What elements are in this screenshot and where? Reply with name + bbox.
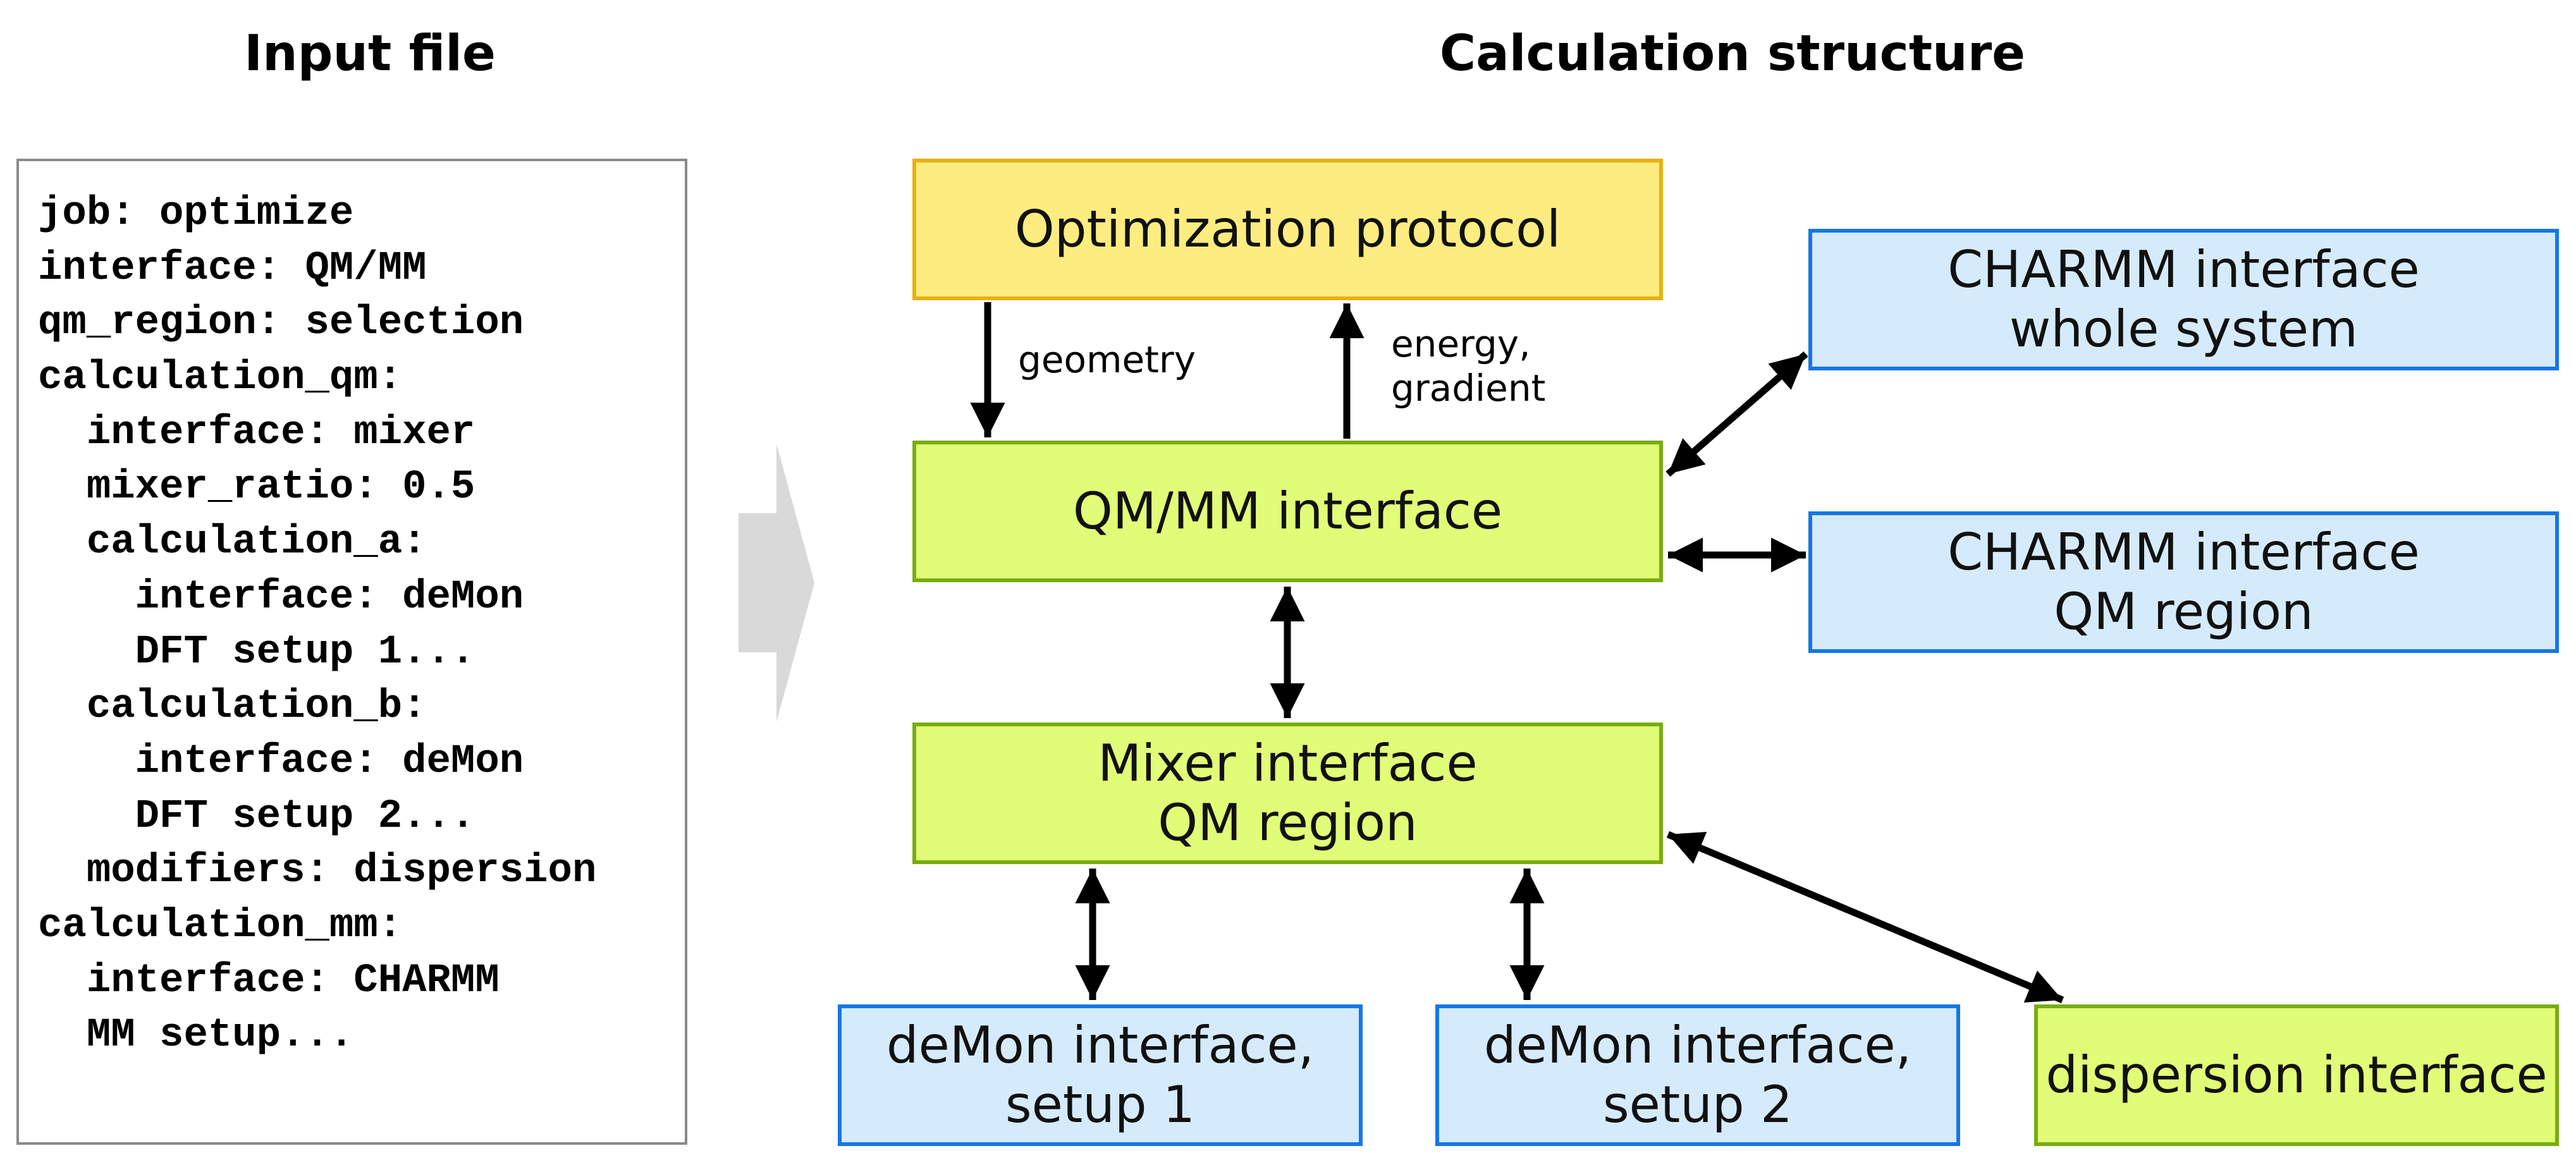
energy-label-line1: energy, [1391, 322, 1531, 365]
code-line: mixer_ratio: 0.5 [38, 465, 475, 511]
qmmm-interface-label: QM/MM interface [1072, 481, 1503, 540]
flow-block-arrow [739, 444, 814, 722]
code-line: interface: deMon [38, 574, 524, 620]
demon-setup-1-label-line1: deMon interface, [886, 1015, 1315, 1075]
code-line: modifiers: dispersion [38, 848, 597, 894]
optimization-protocol-box: Optimization protocol [912, 159, 1663, 300]
mixer-dispersion-arrow [1666, 831, 2064, 1004]
energy-gradient-label: energy, gradient [1391, 322, 1545, 410]
input-file-code: job: optimize interface: QM/MM qm_region… [38, 186, 596, 1063]
demon-setup-1-label-line2: setup 1 [1005, 1075, 1196, 1134]
mixer-interface-label-line2: QM region [1158, 793, 1418, 852]
mixer-interface-box: Mixer interface QM region [912, 723, 1663, 864]
charmm-whole-system-box: CHARMM interface whole system [1808, 229, 2559, 370]
qmmm-interface-box: QM/MM interface [912, 441, 1663, 582]
input-file-heading: Input file [244, 25, 496, 82]
charmm-qm-region-label-line1: CHARMM interface [1947, 522, 2420, 582]
dispersion-interface-label: dispersion interface [2045, 1045, 2548, 1104]
demon-setup-2-label-line2: setup 2 [1602, 1075, 1793, 1134]
code-line: interface: mixer [38, 410, 475, 456]
code-line: job: optimize [38, 191, 354, 236]
qmmm-charmm-whole-arrow [1665, 351, 1808, 477]
code-line: calculation_a: [38, 520, 427, 566]
demon-setup-1-box: deMon interface, setup 1 [838, 1004, 1363, 1146]
code-line: interface: CHARMM [38, 958, 500, 1004]
charmm-qm-region-box: CHARMM interface QM region [1808, 511, 2559, 653]
optimization-protocol-label: Optimization protocol [1014, 199, 1561, 259]
geometry-label-text: geometry [1018, 338, 1196, 381]
code-line: calculation_qm: [38, 355, 403, 401]
code-line: calculation_b: [38, 684, 427, 730]
code-line: qm_region: selection [38, 300, 524, 346]
code-line: MM setup... [38, 1013, 354, 1059]
code-line: DFT setup 2... [38, 793, 475, 839]
demon-setup-2-label-line1: deMon interface, [1483, 1015, 1912, 1075]
geometry-label: geometry [1018, 338, 1196, 382]
dispersion-interface-box: dispersion interface [2034, 1004, 2559, 1146]
code-line: interface: deMon [38, 738, 524, 784]
code-line: interface: QM/MM [38, 245, 427, 291]
charmm-whole-system-label-line1: CHARMM interface [1947, 240, 2420, 299]
charmm-qm-region-label-line2: QM region [2054, 582, 2314, 641]
code-line: calculation_mm: [38, 903, 403, 949]
code-line: DFT setup 1... [38, 629, 475, 675]
gradient-label-line2: gradient [1391, 366, 1546, 410]
demon-setup-2-box: deMon interface, setup 2 [1435, 1004, 1960, 1146]
input-file-panel: job: optimize interface: QM/MM qm_region… [16, 159, 687, 1145]
calculation-structure-heading: Calculation structure [1439, 25, 2026, 82]
charmm-whole-system-label-line2: whole system [2009, 300, 2358, 358]
mixer-interface-label-line1: Mixer interface [1098, 733, 1478, 793]
